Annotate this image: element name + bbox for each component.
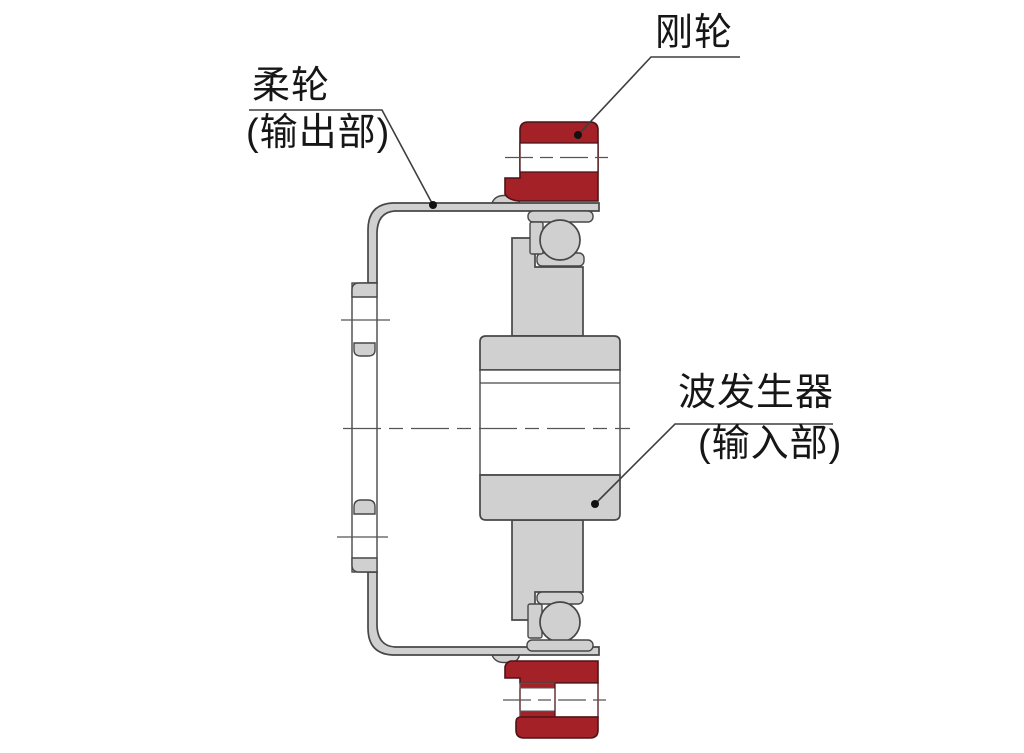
- label-rigid-wheel: 刚轮: [655, 12, 733, 54]
- label-wave-generator: 波发生器 (输入部): [678, 372, 842, 465]
- leader-dot-rigid-wheel: [574, 131, 582, 139]
- centerlines: [343, 156, 630, 701]
- wave-generator-hub: [479, 237, 621, 621]
- rigid-wheel-top: [504, 121, 599, 202]
- rigid-wheel-bottom-band-lower: [515, 716, 599, 739]
- hub-stem-bottom: [511, 519, 584, 621]
- leader-wave-generator: [594, 423, 833, 505]
- label-wave-generator-line1: 波发生器: [678, 372, 835, 414]
- hub-flange-top: [479, 335, 621, 371]
- leader-rigid-wheel: [577, 56, 740, 136]
- label-flexspline-line1: 柔轮: [252, 65, 331, 107]
- boss-cap-top: [351, 282, 378, 298]
- leader-flexspline: [249, 109, 434, 206]
- counterbore-sliver-top: [519, 682, 556, 689]
- ball-bottom: [539, 601, 581, 643]
- label-wave-generator-line2: (输入部): [698, 423, 843, 465]
- flexspline-cup: [337, 194, 600, 664]
- bearing-bottom: [526, 591, 594, 652]
- leader-dot-flexspline: [429, 201, 437, 209]
- bearing-top: [527, 210, 594, 267]
- boss-insert-top: [353, 342, 376, 357]
- label-rigid-wheel-text: 刚轮: [655, 12, 734, 54]
- rigid-wheel-bottom-band-upper: [504, 660, 599, 684]
- leader-lines: [249, 56, 833, 508]
- leader-dot-wave-generator: [591, 500, 599, 508]
- boss-insert-bottom: [353, 499, 376, 515]
- boss-cap-bottom: [351, 557, 378, 573]
- hub-flange-bottom: [479, 474, 621, 521]
- ball-top: [539, 219, 581, 261]
- counterbore-sliver-bottom: [519, 710, 556, 718]
- hub-bore: [479, 369, 621, 476]
- flexspline-boss-column: [351, 282, 378, 573]
- label-flexspline-line2: (输出部): [246, 112, 391, 154]
- outer-race-bottom: [526, 639, 594, 652]
- label-flexspline: 柔轮 (输出部): [246, 65, 390, 154]
